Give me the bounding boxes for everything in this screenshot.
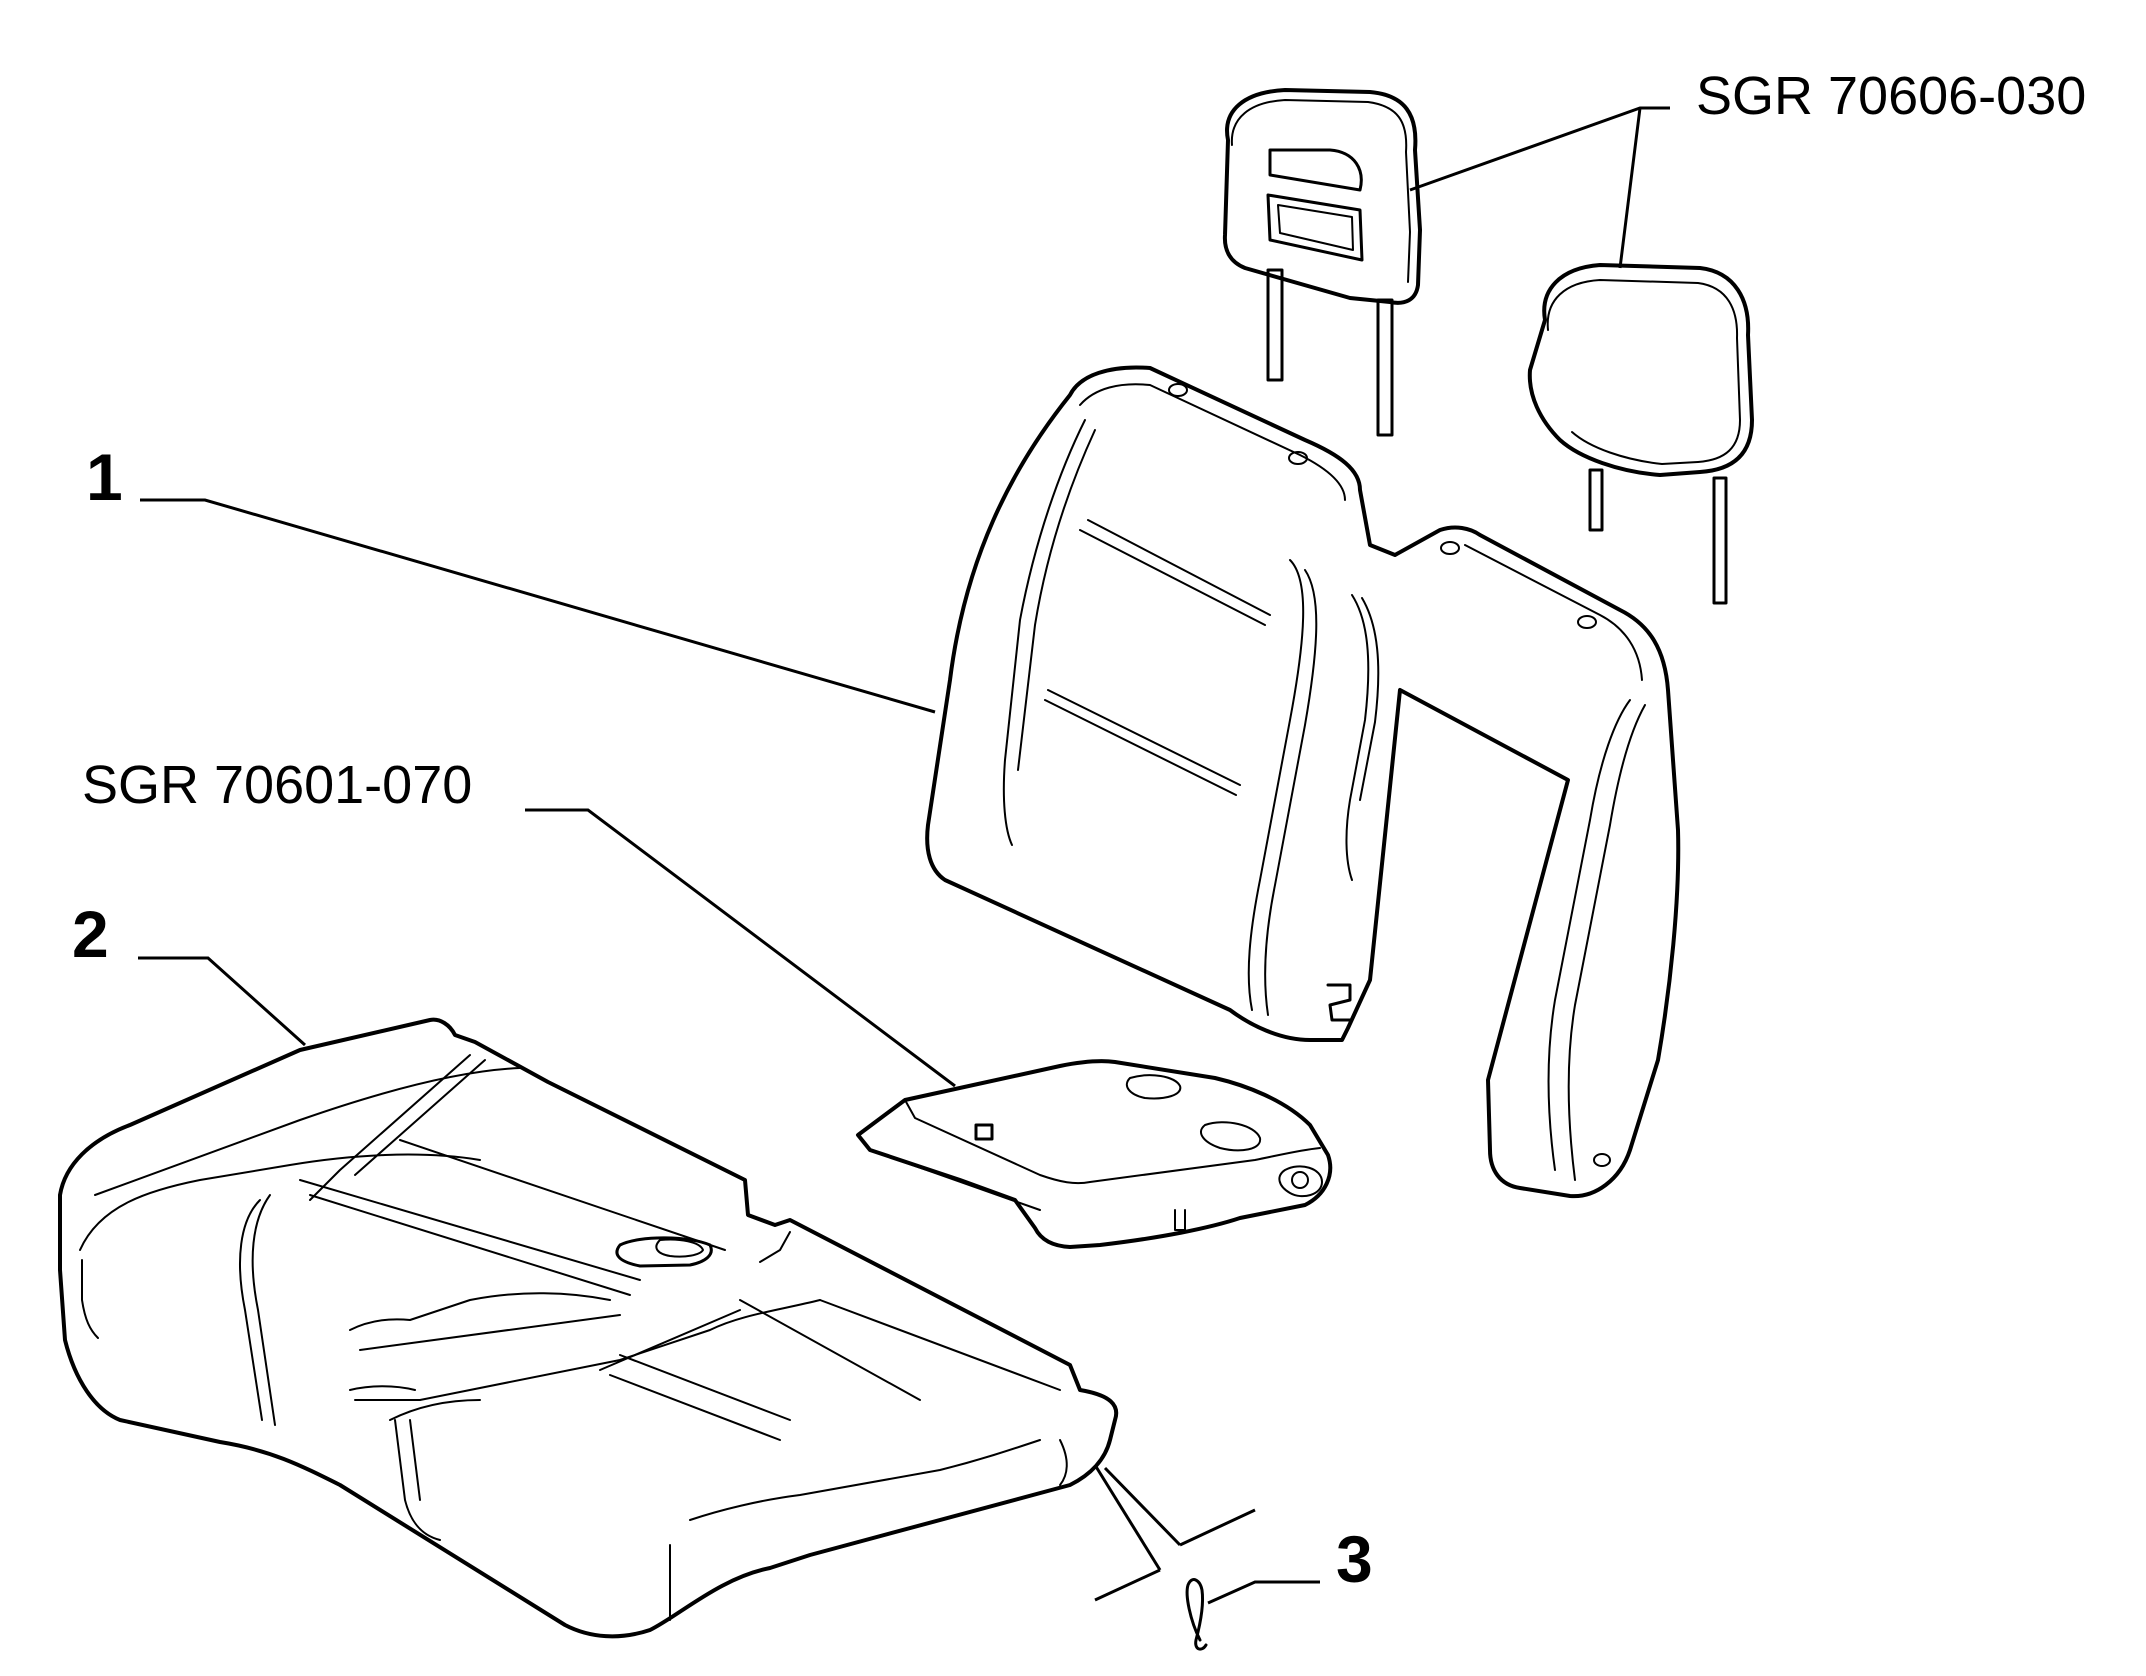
leader-lines <box>138 106 1670 1605</box>
armrest <box>856 1059 1333 1249</box>
headrest-right <box>1527 263 1754 605</box>
callout-3-label: 3 <box>1336 1522 1373 1596</box>
seat-cushion <box>58 1017 1119 1639</box>
headrest-code-label: SGR 70606-030 <box>1696 66 2086 126</box>
backrest <box>925 365 1681 1199</box>
clip <box>1185 1578 1208 1651</box>
headrest-left <box>1222 88 1422 437</box>
callout-2-label: 2 <box>72 897 109 971</box>
callout-1-label: 1 <box>86 440 123 514</box>
armrest-code-label: SGR 70601-070 <box>82 755 472 815</box>
